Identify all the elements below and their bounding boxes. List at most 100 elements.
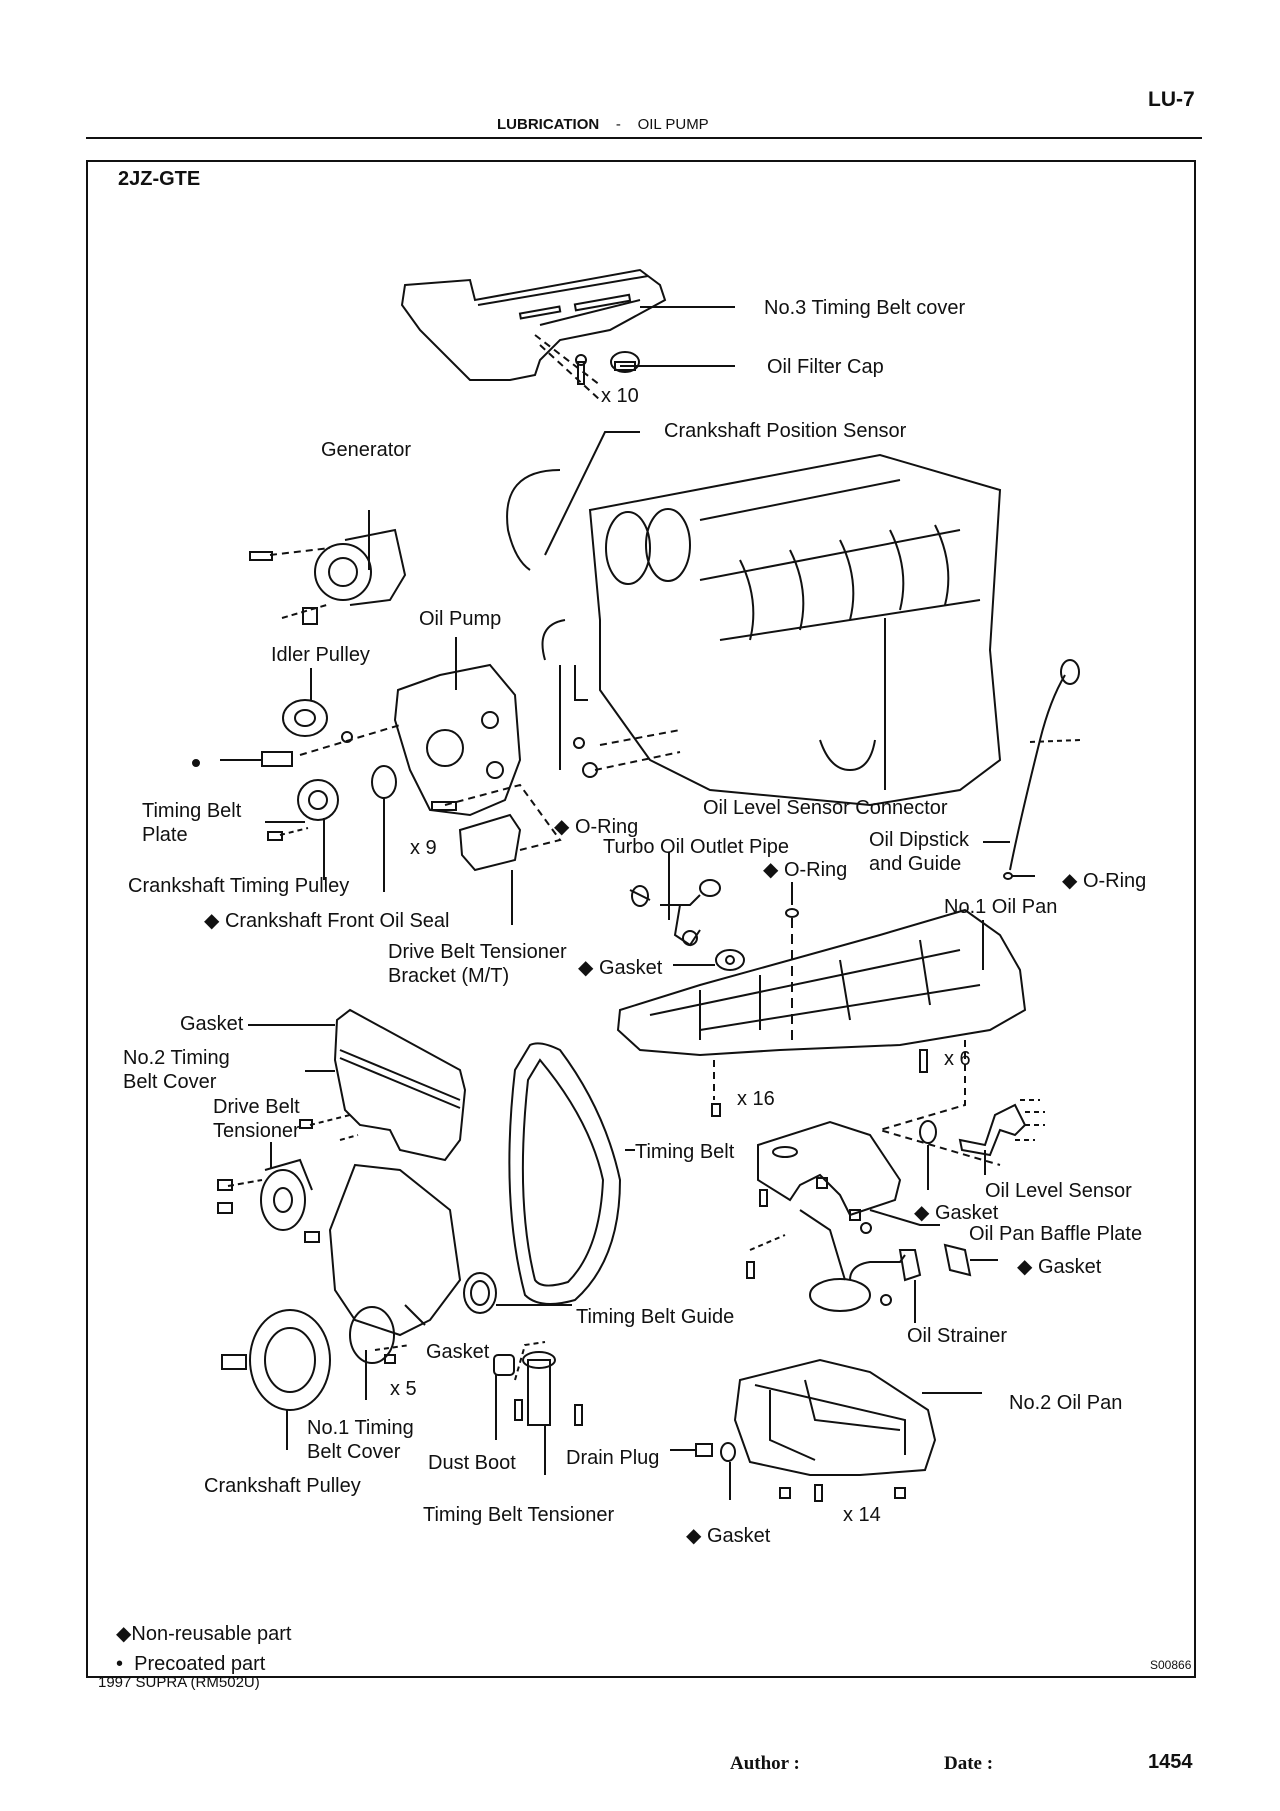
label-line-1: No.2 Timing xyxy=(123,1047,230,1069)
crankshaft-timing-pulley-drawing xyxy=(297,779,339,821)
label-line-1: Drive Belt xyxy=(213,1096,300,1118)
label-qty-x14: x 14 xyxy=(843,1504,881,1526)
label-gasket-cover: Gasket xyxy=(180,1013,244,1035)
label-gasket-turbo: ◆ Gasket xyxy=(578,956,662,980)
engine-block-drawing xyxy=(588,453,1002,807)
strainer-gasket-drawing xyxy=(943,1243,972,1277)
oil-level-sensor-gasket-drawing xyxy=(919,1120,937,1144)
non-reusable-icon: ◆ xyxy=(578,957,594,979)
label-no1-oil-pan: No.1 Oil Pan xyxy=(944,896,1058,918)
idler-pulley-drawing xyxy=(282,699,328,737)
label-oil-level-sensor-connector: Oil Level Sensor Connector xyxy=(703,797,948,819)
label-line-2: Tensioner xyxy=(213,1120,300,1142)
legend-text: Precoated part xyxy=(134,1653,266,1675)
label-generator: Generator xyxy=(321,439,412,461)
non-reusable-icon: ◆ xyxy=(554,816,570,838)
label-oil-strainer: Oil Strainer xyxy=(907,1325,1008,1347)
legend-text: Non-reusable part xyxy=(131,1623,292,1645)
label-crankshaft-pulley: Crankshaft Pulley xyxy=(204,1475,361,1497)
label-dust-boot: Dust Boot xyxy=(428,1452,516,1474)
drain-plug-drawing xyxy=(695,1443,713,1457)
label-text: O-Ring xyxy=(574,816,639,838)
footer-date-label: Date : xyxy=(944,1753,994,1774)
label-no1-timing-belt-cover: No.1 Timing Belt Cover xyxy=(307,1416,414,1464)
label-text: Gasket xyxy=(598,957,663,979)
generator-drawing xyxy=(314,528,407,606)
label-no2-timing-belt-cover: No.2 Timing Belt Cover xyxy=(123,1046,230,1094)
oil-pump-drawing xyxy=(393,663,522,817)
label-oil-pan-baffle-plate: Oil Pan Baffle Plate xyxy=(969,1223,1143,1245)
non-reusable-icon: ◆ xyxy=(1017,1256,1033,1278)
label-text: O-Ring xyxy=(1082,870,1147,892)
drive-belt-tensioner-bracket-drawing xyxy=(458,813,522,872)
no1-oil-pan-drawing xyxy=(616,908,1027,1057)
page-code: LU-7 xyxy=(1148,88,1195,111)
section-title: LUBRICATION xyxy=(497,116,600,133)
drive-belt-tensioner-drawing xyxy=(260,1158,313,1231)
non-reusable-icon: ◆ xyxy=(204,910,220,932)
legend-non-reusable: ◆Non-reusable part xyxy=(116,1622,291,1646)
label-line-2: Belt Cover xyxy=(307,1441,401,1463)
label-text: Gasket xyxy=(934,1202,999,1224)
label-timing-belt-tensioner: Timing Belt Tensioner xyxy=(423,1504,615,1526)
crankshaft-front-oil-seal-drawing xyxy=(371,765,397,799)
non-reusable-icon: ◆ xyxy=(116,1623,132,1645)
footer-page-number: 1454 xyxy=(1148,1751,1193,1773)
subsection-title: OIL PUMP xyxy=(637,116,709,133)
footer-model: 1997 SUPRA (RM502U) xyxy=(98,1674,260,1691)
label-gasket-strainer: ◆ Gasket xyxy=(1017,1255,1101,1279)
label-drive-belt-tensioner: Drive Belt Tensioner xyxy=(213,1095,300,1143)
dust-boot-drawing xyxy=(493,1354,515,1376)
label-oring-1: ◆ O-Ring xyxy=(554,815,638,839)
oil-pan-baffle-plate-drawing xyxy=(757,1120,902,1217)
figure-id: S00866 xyxy=(1150,1658,1192,1672)
oil-level-sensor-drawing xyxy=(958,1103,1027,1157)
drain-gasket-drawing xyxy=(720,1442,736,1462)
leader-line xyxy=(404,1304,426,1326)
bolt-drawing xyxy=(575,354,587,385)
label-line-1: Oil Dipstick xyxy=(869,829,970,851)
label-line-1: Timing Belt xyxy=(142,800,242,822)
label-line-2: Plate xyxy=(142,824,188,846)
label-oil-dipstick-and-guide: Oil Dipstick and Guide xyxy=(869,828,969,876)
label-crankshaft-front-oil-seal: ◆ Crankshaft Front Oil Seal xyxy=(204,909,449,933)
label-no3-timing-belt-cover: No.3 Timing Belt cover xyxy=(764,297,966,319)
label-qty-x5: x 5 xyxy=(390,1378,417,1400)
label-idler-pulley: Idler Pulley xyxy=(271,644,370,666)
non-reusable-icon: ◆ xyxy=(1062,870,1078,892)
label-line-1: No.1 Timing xyxy=(307,1417,414,1439)
non-reusable-icon: ◆ xyxy=(914,1202,930,1224)
turbo-oil-outlet-pipe-drawing xyxy=(629,879,721,947)
timing-belt-drawing xyxy=(508,1042,622,1305)
crankshaft-pulley-drawing xyxy=(249,1309,331,1411)
non-reusable-icon: ◆ xyxy=(686,1525,702,1547)
label-line-2: and Guide xyxy=(869,853,962,875)
label-gasket-drain: ◆ Gasket xyxy=(686,1524,770,1548)
figure-frame xyxy=(86,160,1196,1678)
label-text: Gasket xyxy=(706,1525,771,1547)
label-qty-x10: x 10 xyxy=(601,385,639,407)
label-qty-x9: x 9 xyxy=(410,837,437,859)
precoated-icon: • xyxy=(116,1653,124,1675)
oil-strainer-drawing xyxy=(799,1209,922,1312)
section-header: LUBRICATION - OIL PUMP xyxy=(497,116,709,133)
label-drive-belt-tensioner-bracket: Drive Belt Tensioner Bracket (M/T) xyxy=(388,940,567,988)
no1-timing-belt-cover-drawing xyxy=(328,1163,462,1364)
label-text: O-Ring xyxy=(783,859,848,881)
legend-precoated: • Precoated part xyxy=(116,1652,265,1676)
label-crankshaft-position-sensor: Crankshaft Position Sensor xyxy=(664,420,907,442)
label-turbo-oil-outlet-pipe: Turbo Oil Outlet Pipe xyxy=(603,836,790,858)
label-qty-x16: x 16 xyxy=(737,1088,775,1110)
label-oring-2: ◆ O-Ring xyxy=(763,858,847,882)
label-line-2: Bracket (M/T) xyxy=(388,965,510,987)
label-gasket-no1-cover: Gasket xyxy=(426,1341,490,1363)
label-text: Gasket xyxy=(1037,1256,1102,1278)
label-timing-belt-guide: Timing Belt Guide xyxy=(576,1306,735,1328)
engine-code: 2JZ-GTE xyxy=(118,168,201,190)
label-crankshaft-timing-pulley: Crankshaft Timing Pulley xyxy=(128,875,350,897)
label-timing-belt-plate: Timing Belt Plate xyxy=(142,799,241,847)
timing-belt-guide-drawing xyxy=(463,1272,497,1314)
no2-timing-belt-cover-drawing xyxy=(333,1008,467,1162)
timing-belt-tensioner-drawing xyxy=(522,1351,556,1426)
